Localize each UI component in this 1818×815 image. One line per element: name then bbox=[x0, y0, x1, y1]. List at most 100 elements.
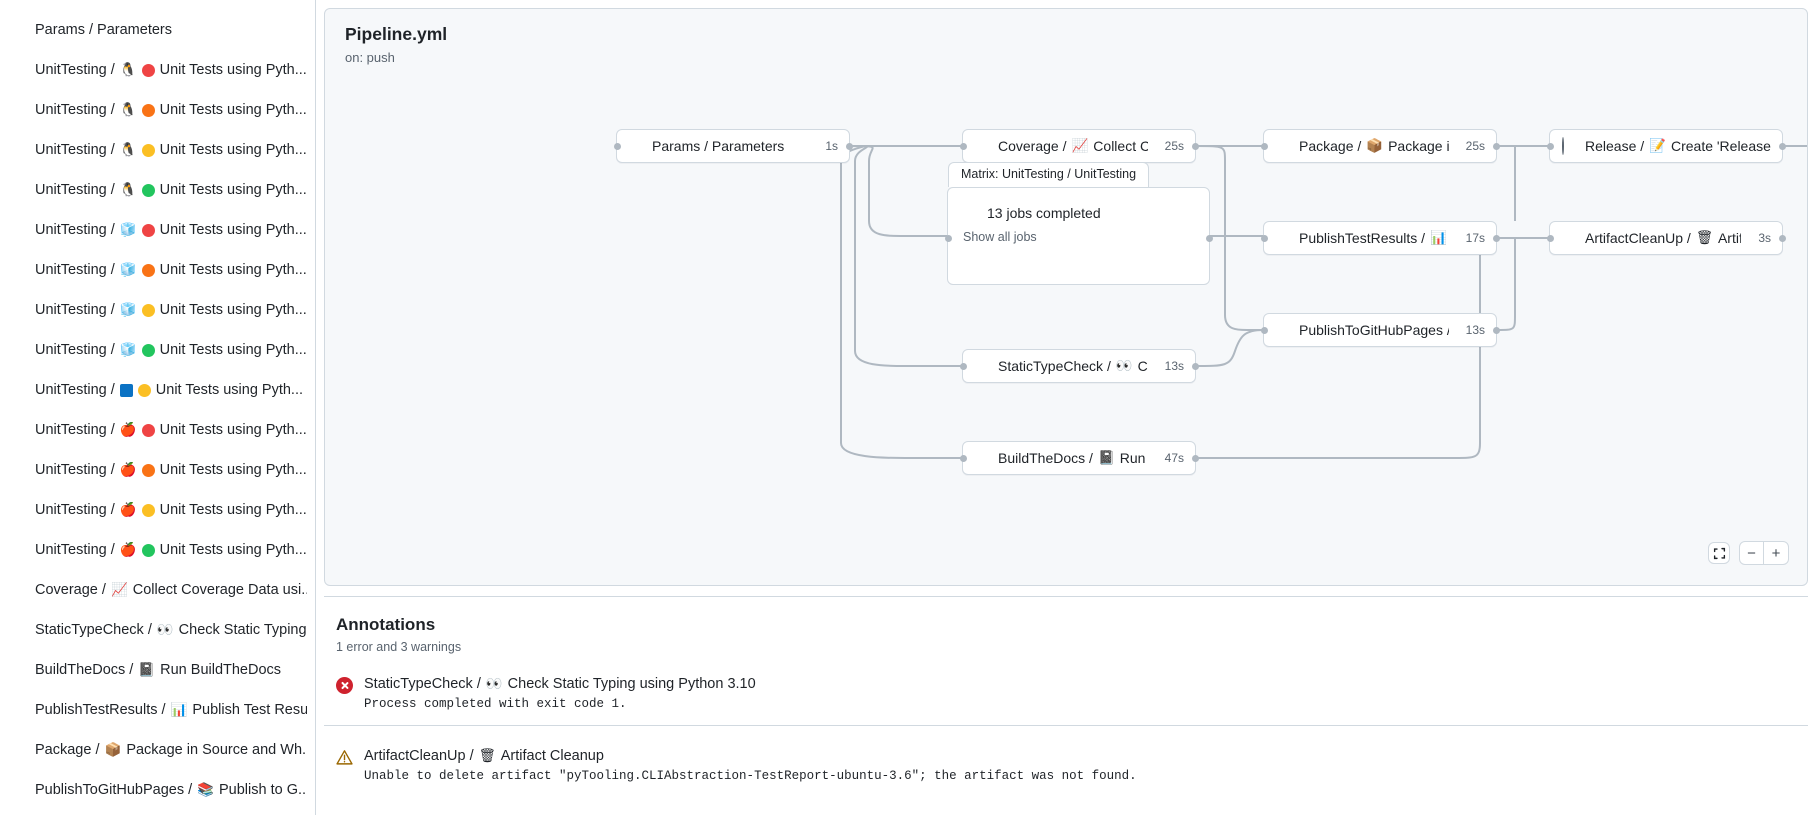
job-step-name: Collect Coverage Data usi... bbox=[132, 582, 307, 598]
python-version-dot-icon bbox=[141, 343, 155, 357]
python-version-dot-icon bbox=[141, 63, 155, 77]
sidebar-job-item[interactable]: UnitTesting / 🐧Unit Tests using Pyth... bbox=[0, 170, 315, 210]
sidebar-job-label: UnitTesting / 🧊Unit Tests using Pyth... bbox=[35, 342, 307, 358]
sidebar-job-label: UnitTesting / 🍎Unit Tests using Pyth... bbox=[35, 542, 307, 558]
sidebar-job-item[interactable]: Params / Parameters bbox=[0, 10, 315, 50]
sidebar-job-item[interactable]: UnitTesting / 🍎Unit Tests using Pyth... bbox=[0, 410, 315, 450]
sidebar-job-label: UnitTesting / 🐧Unit Tests using Pyth... bbox=[35, 142, 307, 158]
job-step-name: Unit Tests using Pyth... bbox=[159, 262, 307, 278]
node-input-port bbox=[1546, 234, 1554, 242]
zoom-button-group[interactable]: − + bbox=[1739, 541, 1789, 565]
node-step-name: Artifac... bbox=[1717, 230, 1742, 246]
os-emoji-icon: 📈 bbox=[110, 582, 128, 598]
graph-node-testresults[interactable]: PublishTestResults / 📊Pu... 17s bbox=[1260, 221, 1500, 255]
matrix-group-unittesting[interactable]: Matrix: UnitTesting / UnitTesting 13 job… bbox=[944, 162, 1213, 285]
sidebar-job-item[interactable]: Package / 📦Package in Source and Wh... bbox=[0, 730, 315, 770]
sidebar-job-item[interactable]: UnitTesting / 🧊Unit Tests using Pyth... bbox=[0, 330, 315, 370]
annotations-list: StaticTypeCheck / 👀Check Static Typing u… bbox=[324, 654, 1808, 797]
os-emoji-icon: 📦 bbox=[104, 742, 122, 758]
job-step-name: Unit Tests using Pyth... bbox=[159, 542, 307, 558]
annotation-message: Unable to delete artifact "pyTooling.CLI… bbox=[364, 769, 1137, 783]
os-emoji-icon: 📊 bbox=[170, 702, 188, 718]
graph-node-cleanup[interactable]: ArtifactCleanUp / 🗑Artifac...3s bbox=[1546, 221, 1786, 255]
os-emoji-icon: 🐧 bbox=[119, 102, 137, 118]
sidebar-job-item[interactable]: UnitTesting / 🧊Unit Tests using Pyth... bbox=[0, 250, 315, 290]
show-all-jobs-link[interactable]: Show all jobs bbox=[963, 230, 1037, 244]
success-icon bbox=[10, 702, 27, 719]
sidebar-job-label: UnitTesting / 🍎Unit Tests using Pyth... bbox=[35, 502, 307, 518]
os-emoji-icon: 🐧 bbox=[119, 62, 137, 78]
os-emoji-icon: 🧊 bbox=[119, 342, 137, 358]
matrix-group-label: Matrix: UnitTesting / UnitTesting bbox=[948, 162, 1150, 187]
graph-node-label: PublishToGitHubPages / 📚... bbox=[1299, 322, 1449, 338]
job-name: UnitTesting / bbox=[35, 142, 115, 158]
zoom-out-button[interactable]: − bbox=[1740, 542, 1764, 564]
graph-node-label: StaticTypeCheck / 👀Chec... bbox=[998, 358, 1148, 374]
graph-node-label: PublishTestResults / 📊Pu... bbox=[1299, 230, 1449, 246]
node-step-name: Chec... bbox=[1137, 358, 1148, 374]
sidebar-job-item[interactable]: UnitTesting / 🍎Unit Tests using Pyth... bbox=[0, 490, 315, 530]
sidebar-job-item[interactable]: PublishTestResults / 📊Publish Test Resu.… bbox=[0, 690, 315, 730]
node-job-name: Release / bbox=[1585, 138, 1645, 154]
graph-zoom-controls[interactable]: − + bbox=[1708, 541, 1789, 565]
sidebar-job-item[interactable]: BuildTheDocs / 📓Run BuildTheDocs bbox=[0, 650, 315, 690]
success-icon bbox=[10, 102, 27, 119]
success-icon bbox=[1275, 322, 1292, 339]
job-step-name: Unit Tests using Pyth... bbox=[159, 62, 307, 78]
sidebar-job-item[interactable]: UnitTesting / 🐧Unit Tests using Pyth... bbox=[0, 130, 315, 170]
job-step-name: Unit Tests using Pyth... bbox=[159, 182, 307, 198]
sidebar-job-item[interactable]: UnitTesting / 🍎Unit Tests using Pyth... bbox=[0, 530, 315, 570]
sidebar-job-label: UnitTesting / 🐧Unit Tests using Pyth... bbox=[35, 182, 307, 198]
os-emoji-icon: 🍎 bbox=[119, 542, 137, 558]
workflow-graph-panel[interactable]: Pipeline.yml on: push bbox=[324, 8, 1808, 586]
graph-node-coverage[interactable]: Coverage / 📈Collect Cove...25s bbox=[959, 129, 1199, 163]
sidebar-job-item[interactable]: UnitTesting / 🐧Unit Tests using Pyth... bbox=[0, 90, 315, 130]
graph-node-release[interactable]: Release / 📝Create 'Release P... bbox=[1546, 129, 1786, 163]
sidebar-job-item[interactable]: Coverage / 📈Collect Coverage Data usi... bbox=[0, 570, 315, 610]
graph-node-docs[interactable]: BuildTheDocs / 📓Run Buil...47s bbox=[959, 441, 1199, 475]
os-emoji-icon: 🐧 bbox=[119, 142, 137, 158]
success-icon bbox=[10, 222, 27, 239]
matrix-summary-text: 13 jobs completed bbox=[987, 204, 1101, 221]
node-input-port bbox=[613, 142, 621, 150]
sidebar-job-item[interactable]: UnitTesting / 🍎Unit Tests using Pyth... bbox=[0, 450, 315, 490]
success-icon bbox=[1275, 138, 1292, 155]
fit-screen-button[interactable] bbox=[1708, 542, 1730, 564]
zoom-in-button[interactable]: + bbox=[1771, 544, 1781, 562]
node-duration: 1s bbox=[825, 139, 838, 153]
sidebar-job-item[interactable]: UnitTesting / 🐧Unit Tests using Pyth... bbox=[0, 50, 315, 90]
sidebar-job-item[interactable]: UnitTesting / 🧊Unit Tests using Pyth... bbox=[0, 290, 315, 330]
error-icon bbox=[336, 677, 353, 694]
success-icon bbox=[974, 450, 991, 467]
node-output-port bbox=[1191, 362, 1199, 370]
job-step-name: Run BuildTheDocs bbox=[160, 662, 282, 678]
success-icon bbox=[10, 262, 27, 279]
success-icon bbox=[10, 182, 27, 199]
sidebar-job-label: Params / Parameters bbox=[35, 22, 172, 38]
success-icon bbox=[10, 782, 27, 799]
os-emoji-icon: 🐧 bbox=[119, 182, 137, 198]
graph-node-label: BuildTheDocs / 📓Run Buil... bbox=[998, 450, 1148, 466]
sidebar-job-item[interactable]: StaticTypeCheck / 👀Check Static Typing..… bbox=[0, 610, 315, 650]
windows-os-icon bbox=[119, 383, 133, 397]
success-icon bbox=[10, 662, 27, 679]
graph-node-params[interactable]: Params / Parameters 1s bbox=[613, 129, 853, 163]
sidebar-job-item[interactable]: PublishToGitHubPages / 📚Publish to G... bbox=[0, 770, 315, 810]
node-job-name: Params / Parameters bbox=[652, 138, 785, 154]
node-duration: 17s bbox=[1465, 231, 1485, 245]
success-icon bbox=[962, 204, 979, 221]
node-duration: 25s bbox=[1465, 139, 1485, 153]
annotation-item[interactable]: StaticTypeCheck / 👀Check Static Typing u… bbox=[324, 654, 1808, 725]
node-step-name: Run Buil... bbox=[1119, 450, 1148, 466]
graph-node-ghpages[interactable]: PublishToGitHubPages / 📚...13s bbox=[1260, 313, 1500, 347]
sidebar-job-item[interactable]: UnitTesting / Unit Tests using Pyth... bbox=[0, 370, 315, 410]
sidebar-job-item[interactable]: UnitTesting / 🧊Unit Tests using Pyth... bbox=[0, 210, 315, 250]
graph-node-typecheck[interactable]: StaticTypeCheck / 👀Chec...13s bbox=[959, 349, 1199, 383]
sidebar-job-label: StaticTypeCheck / 👀Check Static Typing..… bbox=[35, 622, 307, 638]
annotation-header: ArtifactCleanUp / 🗑Artifact Cleanup bbox=[364, 748, 1137, 764]
sidebar-job-label: UnitTesting / 🐧Unit Tests using Pyth... bbox=[35, 62, 307, 78]
graph-node-package[interactable]: Package / 📦Package in So...25s bbox=[1260, 129, 1500, 163]
